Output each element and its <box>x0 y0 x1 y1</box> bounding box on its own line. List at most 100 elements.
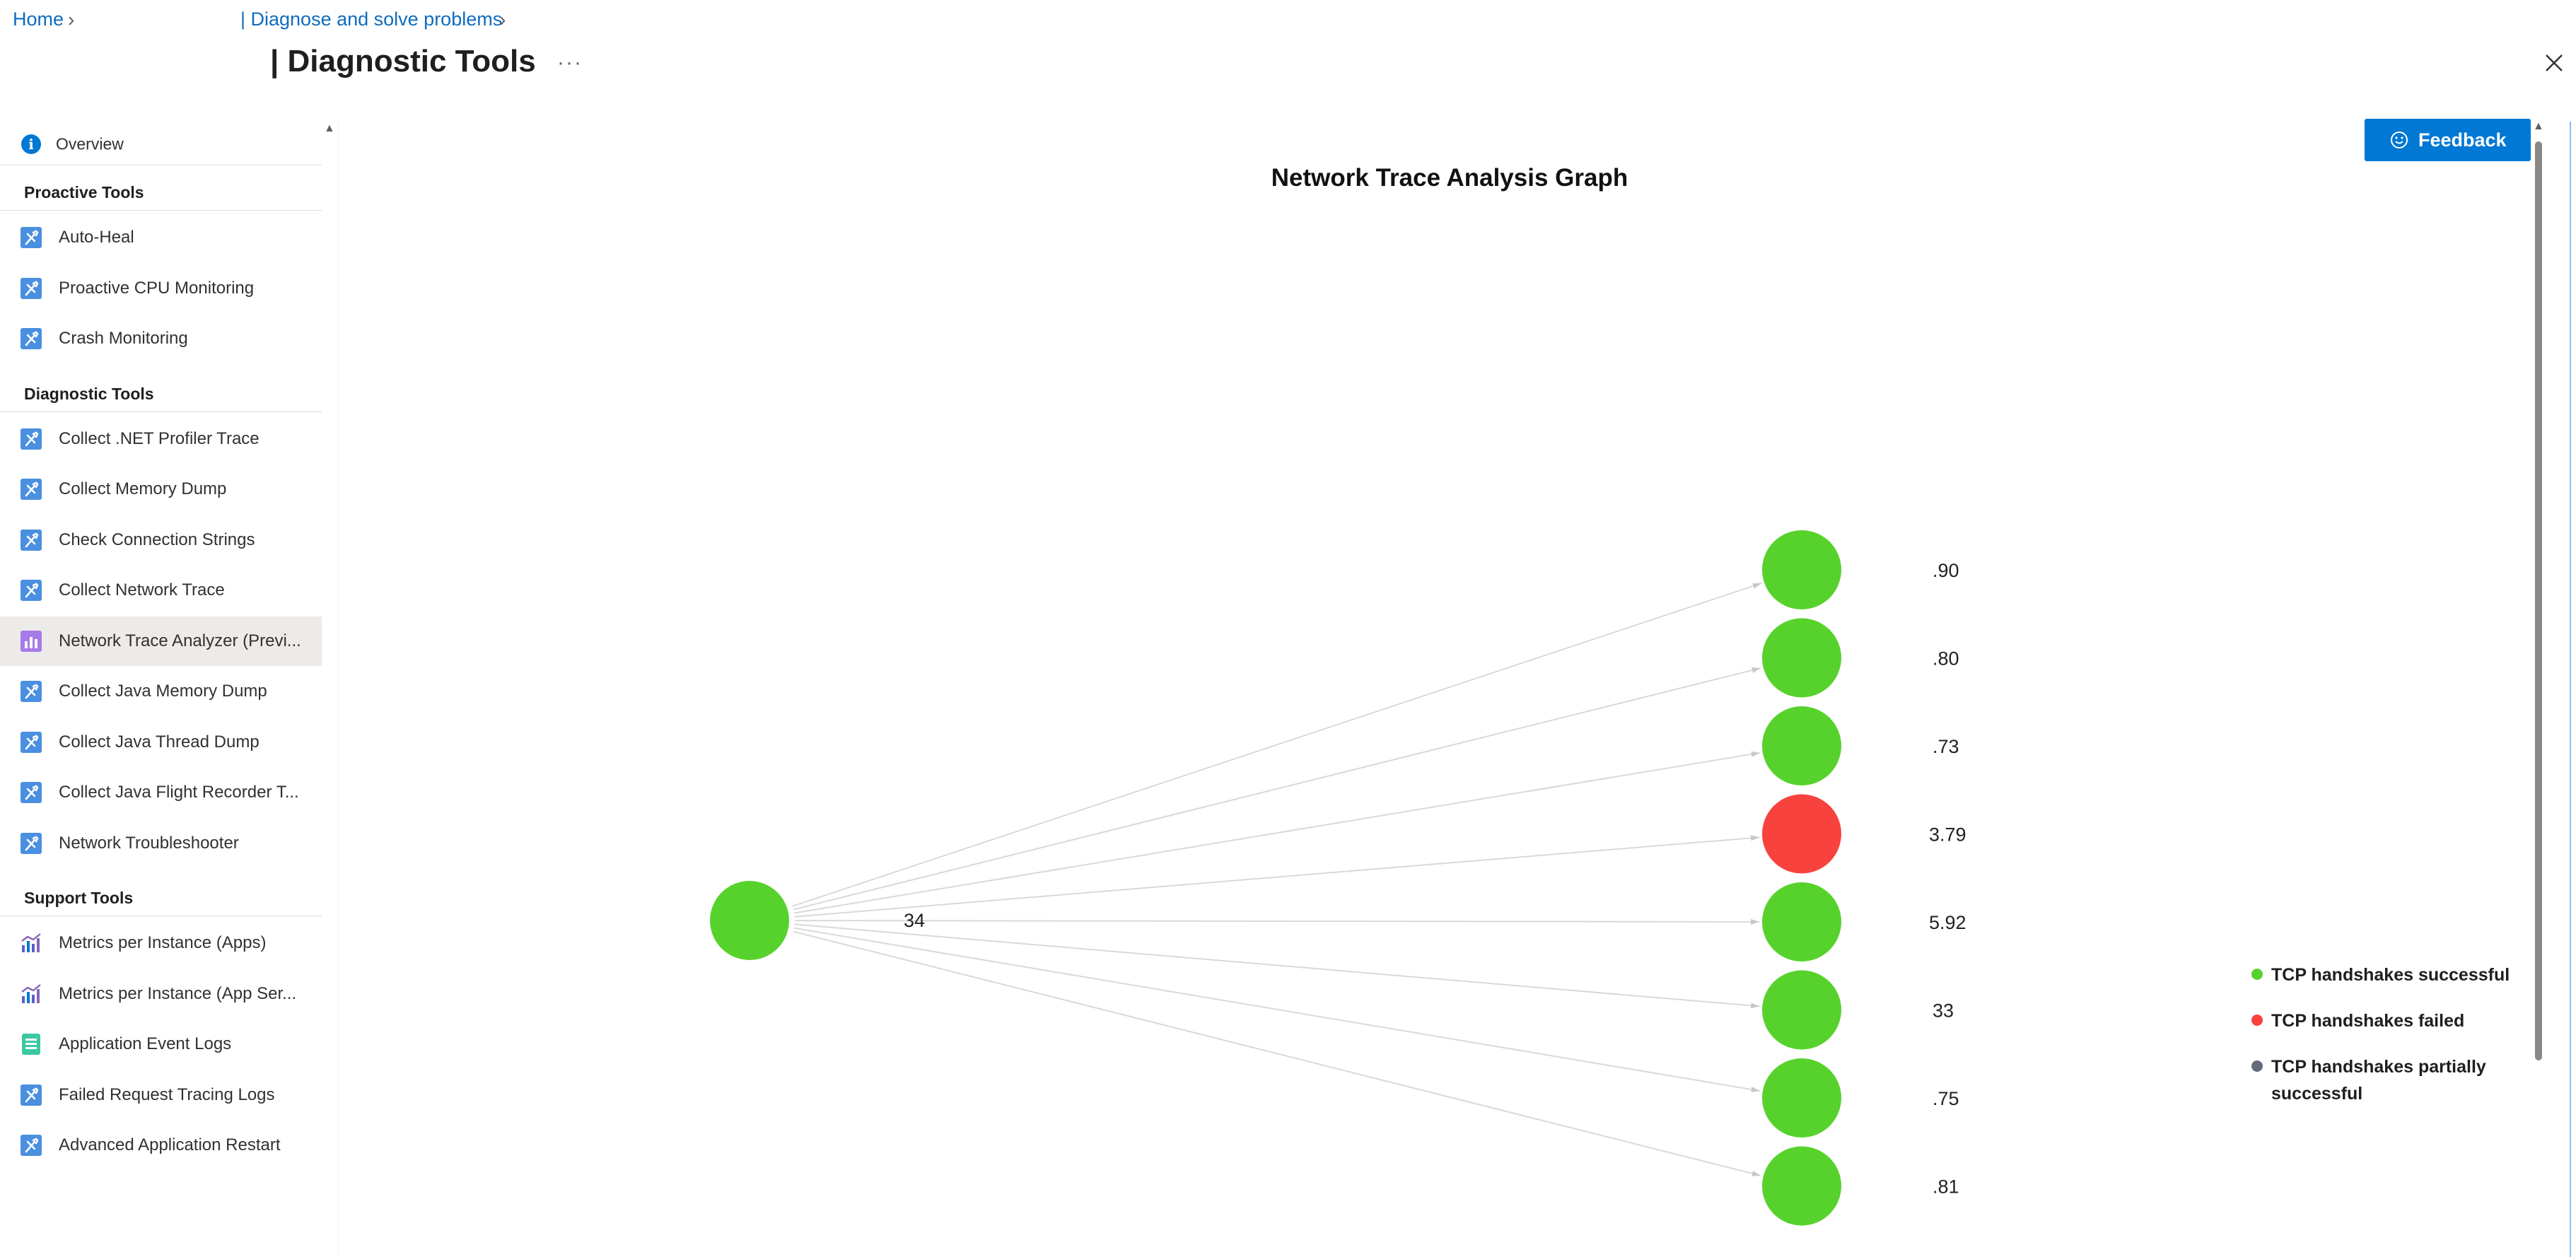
sidebar-group-header: Proactive Tools <box>0 175 322 211</box>
graph-node-label: 34 <box>904 910 925 931</box>
sidebar-item-network-trace-analyzer-previ[interactable]: Network Trace Analyzer (Previ... <box>0 616 322 666</box>
sidebar-item-auto-heal[interactable]: Auto-Heal <box>0 213 322 262</box>
edge-arrow <box>1752 583 1762 589</box>
scroll-up-icon[interactable]: ▲ <box>324 122 335 134</box>
sidebar-item-label: Advanced Application Restart <box>59 1135 281 1154</box>
tool-icon <box>21 1084 42 1106</box>
legend-label: TCP handshakes successful <box>2271 965 2510 985</box>
graph-node-target[interactable] <box>1762 530 1841 609</box>
more-options-button[interactable]: ··· <box>557 51 583 74</box>
graph-node-label: 3.79 <box>1929 824 1966 846</box>
sidebar-item-check-connection-strings[interactable]: Check Connection Strings <box>0 515 322 565</box>
graph-node-target[interactable] <box>1762 1146 1841 1226</box>
sidebar-item-metrics-per-instance-app-ser[interactable]: Metrics per Instance (App Ser... <box>0 969 322 1019</box>
graph-node-label: .81 <box>1933 1176 1959 1198</box>
breadcrumb-diagnose[interactable]: | Diagnose and solve problems <box>240 8 503 30</box>
tool-icon <box>21 328 42 349</box>
graph-node-label: 33 <box>1933 1000 1954 1022</box>
sidebar-item-label: Crash Monitoring <box>59 329 188 348</box>
sidebar-item-advanced-application-restart[interactable]: Advanced Application Restart <box>0 1121 322 1170</box>
sidebar-item-collect-memory-dump[interactable]: Collect Memory Dump <box>0 464 322 514</box>
sidebar-item-collect-java-memory-dump[interactable]: Collect Java Memory Dump <box>0 667 322 716</box>
edge-arrow <box>1751 1087 1760 1092</box>
graph-edge <box>793 927 1761 1092</box>
graph-node-target[interactable] <box>1762 706 1841 785</box>
sidebar-item-metrics-per-instance-apps[interactable]: Metrics per Instance (Apps) <box>0 918 322 968</box>
graph-edge <box>792 583 1762 907</box>
sidebar-item-failed-request-tracing-logs[interactable]: Failed Request Tracing Logs <box>0 1070 322 1120</box>
graph-node-target[interactable] <box>1762 970 1841 1050</box>
graph-node-target[interactable] <box>1762 618 1841 698</box>
info-icon: i <box>21 134 41 154</box>
graph-edge <box>794 923 1760 1007</box>
tool-icon <box>21 580 42 601</box>
sidebar-item-label: Metrics per Instance (App Ser... <box>59 983 297 1003</box>
close-icon <box>2546 54 2563 71</box>
graph-node-target[interactable] <box>1762 882 1841 961</box>
smiley-icon <box>2391 131 2408 148</box>
sidebar-item-label: Collect Memory Dump <box>59 479 227 498</box>
legend-dot-icon <box>2251 969 2263 980</box>
main-content <box>338 120 2547 1257</box>
edge-arrow <box>1750 835 1760 841</box>
tool-icon <box>21 428 42 450</box>
sidebar-item-proactive-cpu-monitoring[interactable]: Proactive CPU Monitoring <box>0 264 322 313</box>
graph-node-label: .75 <box>1933 1088 1959 1109</box>
sidebar-item-label: Collect Java Flight Recorder T... <box>59 783 299 802</box>
sidebar-item-network-troubleshooter[interactable]: Network Troubleshooter <box>0 819 322 868</box>
tool-icon <box>21 731 42 753</box>
sidebar-item-overview[interactable]: i Overview <box>0 124 322 165</box>
graph-node-target[interactable] <box>1762 1058 1841 1138</box>
tool-icon <box>21 782 42 803</box>
sidebar-item-label: Auto-Heal <box>59 228 134 247</box>
legend-label: TCP handshakes failed <box>2271 1011 2465 1031</box>
sidebar-item-label: Check Connection Strings <box>59 530 255 549</box>
sidebar-item-label: Network Trace Analyzer (Previ... <box>59 631 301 650</box>
edge-arrow <box>1750 918 1759 925</box>
scroll-up-icon[interactable]: ▲ <box>2533 120 2544 132</box>
chevron-right-icon: › <box>68 8 75 30</box>
analyzer-icon <box>21 630 42 652</box>
metrics-icon <box>21 933 41 952</box>
tool-icon <box>21 479 42 500</box>
sidebar-group-header: Diagnostic Tools <box>0 376 322 412</box>
sidebar-group-label: Support Tools <box>24 889 134 907</box>
legend-dot-icon <box>2251 1060 2263 1072</box>
scrollbar-thumb[interactable] <box>2535 141 2542 1060</box>
graph-node-target[interactable] <box>1762 794 1841 874</box>
graph-node-label: .80 <box>1933 648 1959 670</box>
sidebar-item-label: Metrics per Instance (Apps) <box>59 933 267 952</box>
breadcrumb-home[interactable]: Home <box>13 8 64 30</box>
sidebar-item-collect-java-flight-recorder-t[interactable]: Collect Java Flight Recorder T... <box>0 768 322 817</box>
sidebar-item-collect-java-thread-dump[interactable]: Collect Java Thread Dump <box>0 718 322 767</box>
tool-icon <box>21 277 42 299</box>
edge-arrow <box>1750 1002 1760 1009</box>
sidebar-item-label: Collect .NET Profiler Trace <box>59 428 260 448</box>
sidebar-item-application-event-logs[interactable]: Application Event Logs <box>0 1019 322 1069</box>
chevron-right-icon: › <box>499 8 506 30</box>
graph-edge <box>793 752 1760 914</box>
sidebar-group-label: Proactive Tools <box>24 183 144 201</box>
metrics-icon <box>21 983 41 1003</box>
tool-icon <box>21 832 42 854</box>
legend-dot-icon <box>2251 1015 2263 1026</box>
graph-node-label: 5.92 <box>1929 912 1966 933</box>
event-log-icon <box>22 1034 40 1055</box>
sidebar-item-collect-net-profiler-trace[interactable]: Collect .NET Profiler Trace <box>0 414 322 464</box>
sidebar-item-label: Failed Request Tracing Logs <box>59 1084 275 1104</box>
sidebar-item-label: Overview <box>56 134 124 153</box>
sidebar-item-crash-monitoring[interactable]: Crash Monitoring <box>0 314 322 363</box>
sidebar-item-collect-network-trace[interactable]: Collect Network Trace <box>0 566 322 615</box>
edge-arrow <box>1752 667 1761 673</box>
graph-title: Network Trace Analysis Graph <box>1271 164 1628 192</box>
feedback-button[interactable]: Feedback <box>2365 119 2531 161</box>
graph-node-source[interactable] <box>710 881 789 960</box>
edge-arrow <box>1752 1171 1761 1176</box>
sidebar-item-label: Collect Java Thread Dump <box>59 732 260 752</box>
graph-edge <box>794 920 1760 923</box>
legend-label: TCP handshakes partially successful <box>2271 1057 2486 1104</box>
close-button[interactable] <box>2544 51 2564 78</box>
tool-icon <box>21 1135 42 1156</box>
